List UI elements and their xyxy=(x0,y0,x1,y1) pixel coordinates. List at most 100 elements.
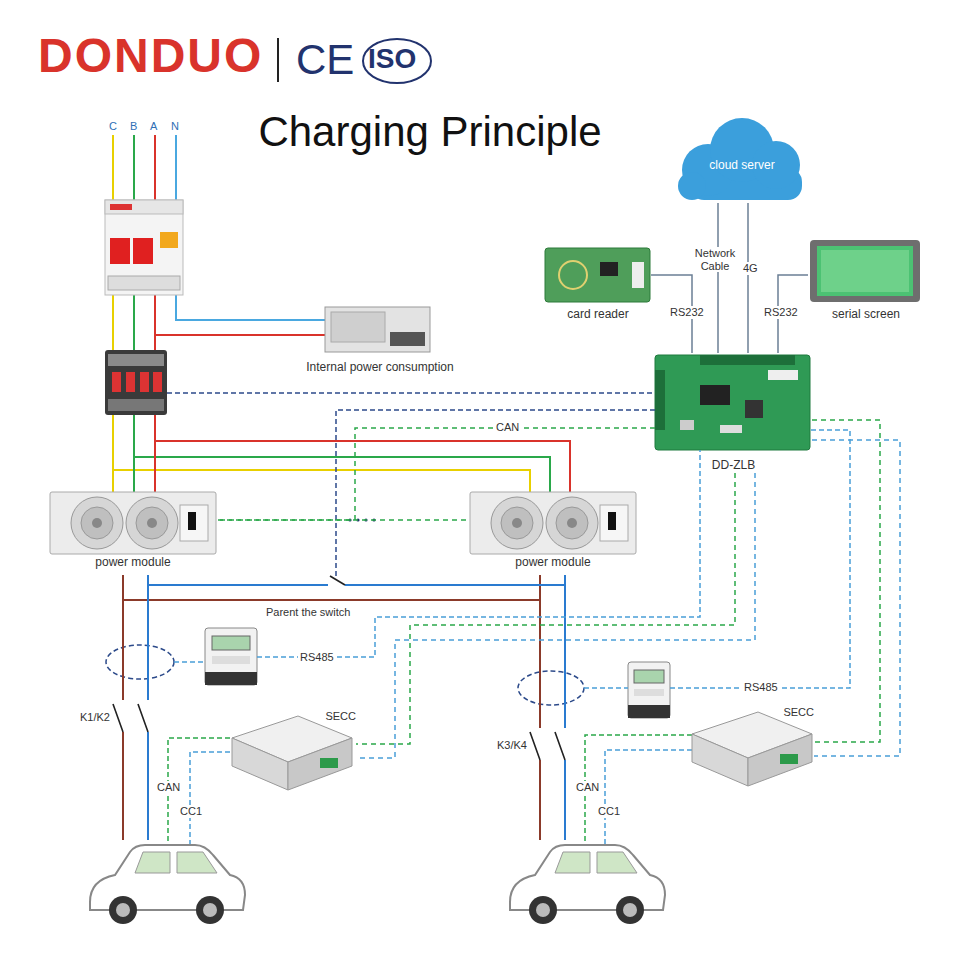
phase-b-wire xyxy=(134,135,550,492)
car-hub xyxy=(536,903,550,917)
signal-label: K1/K2 xyxy=(80,711,110,724)
fan-hub xyxy=(81,507,113,539)
contactor-pole xyxy=(126,372,135,392)
module-display xyxy=(608,512,616,530)
signal-label: B xyxy=(130,120,137,133)
node-box: DD-ZLB xyxy=(655,353,812,473)
node-label: SECC xyxy=(783,706,814,719)
secc-front xyxy=(232,738,288,790)
current-transformer xyxy=(106,645,174,679)
logo-separator xyxy=(277,38,279,82)
screen-display xyxy=(817,246,913,296)
board-terminals xyxy=(700,355,795,365)
contactor-body xyxy=(105,350,167,415)
board-chip xyxy=(700,385,730,405)
connector xyxy=(218,519,468,521)
connector xyxy=(747,203,749,353)
contactor-pole xyxy=(112,372,121,392)
dc-positive-wire xyxy=(148,575,565,840)
dc-negative-wire xyxy=(123,575,540,840)
brand-logo: DONDUO xyxy=(38,28,263,83)
board-relay xyxy=(768,370,798,380)
node-box: power module xyxy=(468,490,638,570)
connector xyxy=(356,473,755,758)
meter-terminals xyxy=(205,672,257,685)
node-box: Internal power consumption xyxy=(298,305,462,375)
node-box: SECC xyxy=(228,710,356,794)
cert-mark: CE xyxy=(296,36,354,84)
board-pcb xyxy=(655,355,810,450)
fan-center xyxy=(512,518,522,528)
fan xyxy=(71,497,123,549)
module-panel xyxy=(180,505,208,541)
connector xyxy=(717,203,719,353)
rcd-button xyxy=(160,232,178,248)
node-box: power module xyxy=(48,490,218,570)
car-hub xyxy=(116,903,130,917)
meter-body xyxy=(628,662,670,718)
meter-lcd xyxy=(634,670,664,683)
breaker-terminals xyxy=(108,276,180,290)
diagram-title: Charging Principle xyxy=(200,108,660,156)
cloud-shape xyxy=(678,172,706,200)
contactor-pole xyxy=(140,372,149,392)
board-terminals xyxy=(655,370,665,430)
meter-lcd xyxy=(212,636,250,650)
node-label: power module xyxy=(95,556,170,570)
car-wheel xyxy=(196,896,224,924)
node-label: serial screen xyxy=(832,308,900,322)
iso-ring xyxy=(363,39,431,83)
rs485-wire xyxy=(174,430,850,688)
car xyxy=(510,845,665,924)
contactor-pole xyxy=(153,372,162,392)
contactor-top xyxy=(108,354,164,366)
board-chip xyxy=(745,400,763,418)
signal-label: CC1 xyxy=(178,805,204,818)
breaker-handle xyxy=(110,238,130,264)
fan-center xyxy=(567,518,577,528)
power-module-case xyxy=(470,492,636,554)
signal-label: CAN xyxy=(574,781,601,794)
secc-side xyxy=(288,738,352,790)
phase-c-wire xyxy=(113,135,530,492)
fan xyxy=(126,497,178,549)
meter-body xyxy=(205,628,257,685)
secc-front xyxy=(692,734,748,786)
signal-label: CAN xyxy=(155,781,182,794)
node-box: card reader xyxy=(545,246,651,322)
fan xyxy=(491,497,543,549)
secc-connector xyxy=(780,754,798,764)
breaker-handle xyxy=(133,238,153,264)
card-chip xyxy=(600,262,618,276)
connector-label: Network Cable xyxy=(686,247,744,272)
node-box: serial screen xyxy=(808,238,924,322)
node-label: SECC xyxy=(325,710,356,723)
fan xyxy=(546,497,598,549)
breaker-top xyxy=(105,200,183,214)
contactor-control-wire xyxy=(167,393,655,576)
car-window xyxy=(555,852,637,873)
signal-label: N xyxy=(171,120,179,133)
parent-switch-blade xyxy=(330,576,345,585)
module-display xyxy=(188,512,196,530)
car xyxy=(90,845,245,924)
card-connector xyxy=(632,262,644,288)
board-part xyxy=(720,425,742,433)
power-module-case xyxy=(50,492,216,554)
connector-label: 4G xyxy=(741,262,760,275)
car-window xyxy=(135,852,217,873)
breaker-body xyxy=(105,200,183,295)
signal-label: CC1 xyxy=(596,805,622,818)
meter-keys xyxy=(212,656,250,664)
board-part xyxy=(680,420,694,430)
fan-hub xyxy=(136,507,168,539)
fan-center xyxy=(92,518,102,528)
node-box: SECC xyxy=(690,706,814,790)
node-label: Internal power consumption xyxy=(306,361,453,375)
node-label: cloud server xyxy=(709,159,774,173)
secc-connector xyxy=(320,758,338,768)
car-wheel xyxy=(529,896,557,924)
connector xyxy=(218,428,655,520)
breaker-brand xyxy=(110,204,132,210)
